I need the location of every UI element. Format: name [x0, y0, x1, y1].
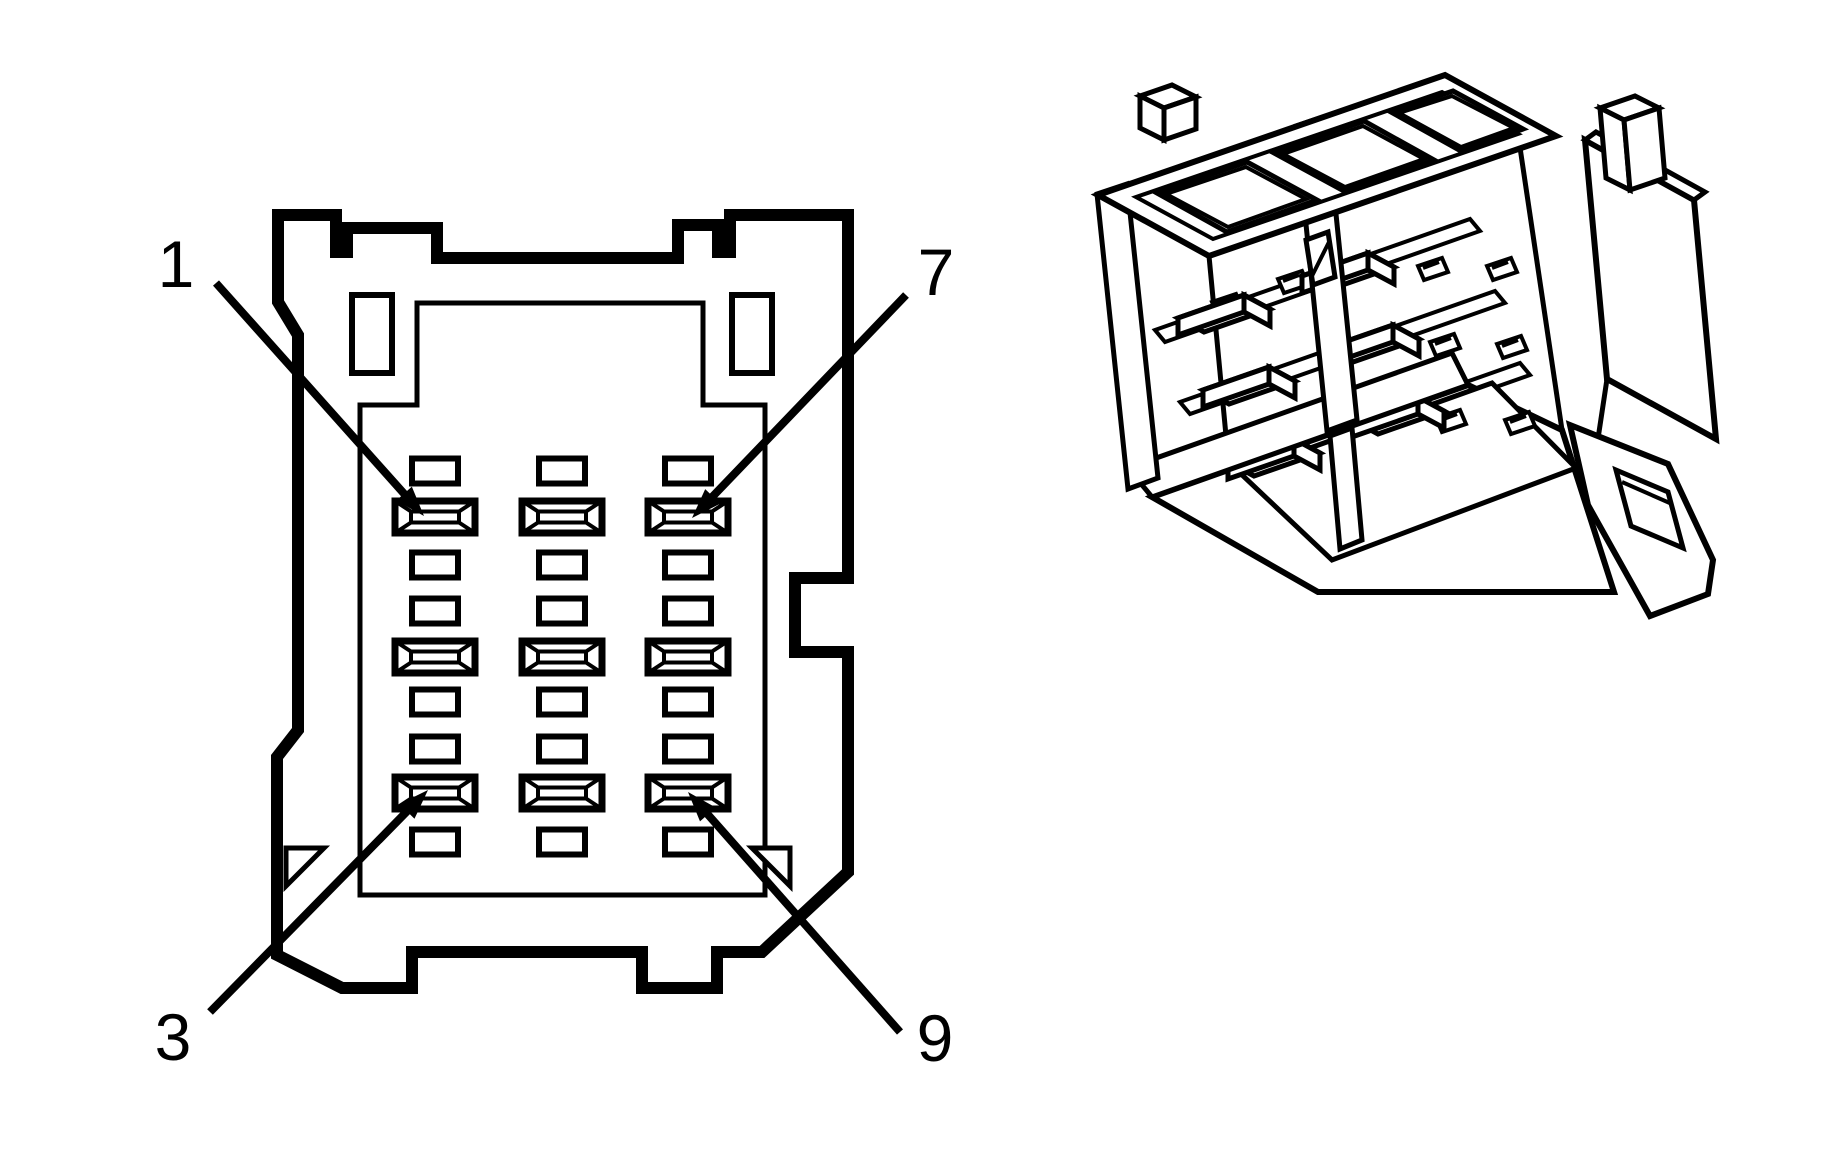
callout-label: 3	[155, 1000, 192, 1074]
wall-hole	[1415, 255, 1451, 283]
front-view-inner-recess	[357, 300, 768, 898]
front-view-index-slot-right	[729, 292, 775, 376]
pin-cavity	[662, 826, 714, 858]
wall-hole	[1484, 255, 1520, 283]
pin-cavity	[662, 595, 714, 627]
iso-top-right-tab-side	[1621, 104, 1668, 194]
iso-top-right-tab	[1593, 93, 1668, 195]
iso-top-left-tab	[1133, 82, 1203, 145]
pin-cavity	[409, 455, 461, 487]
pin-cavity	[409, 549, 461, 581]
pin-cavity-beveled	[518, 773, 606, 813]
iso-top-slot-2	[1267, 118, 1441, 194]
callout-arrowhead	[692, 489, 721, 518]
iso-right-foot-slot-edge	[1621, 480, 1673, 506]
wall-hole	[1502, 409, 1538, 437]
iso-top-slot-2-inner	[1278, 123, 1429, 190]
pin-cavity	[409, 826, 461, 858]
pin-cavity-beveled	[644, 637, 732, 677]
iso-inner-wall-line-right	[1515, 133, 1565, 431]
pin-cavity	[662, 686, 714, 718]
iso-latch-window-diagonal	[1309, 239, 1332, 279]
pin-callout: 7	[692, 235, 954, 518]
iso-top-slot-1-inner	[1160, 164, 1311, 230]
pin-callout: 3	[155, 790, 428, 1074]
pin-cavity	[409, 733, 461, 765]
blade-terminal	[1196, 362, 1302, 411]
pin-cavity	[536, 826, 588, 858]
pin-cavity	[536, 733, 588, 765]
front-view-wedge-right	[745, 845, 793, 893]
callout-arrowhead	[396, 486, 424, 516]
callout-arrowhead	[399, 790, 428, 819]
callout-label: 9	[917, 1001, 954, 1075]
pin-cavity	[662, 455, 714, 487]
pin-cavity	[536, 595, 588, 627]
callout-label: 7	[918, 235, 955, 309]
pin-grid	[391, 455, 732, 858]
pin-cavity-beveled	[518, 637, 606, 677]
blade-terminal	[1171, 290, 1277, 339]
pin-cavity	[536, 686, 588, 718]
front-view-wedge-left	[283, 845, 331, 893]
wall-hole	[1427, 331, 1463, 359]
iso-top-slot-1	[1150, 159, 1324, 235]
pin-cavity-beveled	[518, 497, 606, 537]
pin-callout: 1	[158, 227, 424, 516]
callout-label: 1	[158, 227, 195, 301]
iso-right-foot-slot	[1612, 465, 1687, 553]
iso-top-left-tab-side	[1161, 93, 1199, 144]
pin-cavity	[409, 686, 461, 718]
blade-terminals	[1171, 248, 1538, 483]
wall-hole	[1494, 333, 1530, 361]
pin-cavity	[536, 455, 588, 487]
connector-isometric-view	[1090, 71, 1720, 620]
pin-cavity	[662, 549, 714, 581]
callout-arrowhead	[688, 792, 716, 822]
pin-cavity	[662, 733, 714, 765]
pin-cavity-beveled	[391, 637, 479, 677]
pin-callout: 9	[688, 792, 953, 1075]
iso-front-leg-left	[1094, 180, 1161, 493]
pin-cavity	[409, 595, 461, 627]
iso-top-slot-3-inner	[1393, 93, 1520, 150]
pin-cavity-beveled	[644, 773, 732, 813]
front-view-index-slot-left	[349, 292, 395, 376]
pin-cavity	[536, 549, 588, 581]
iso-front-leg-middle-lower	[1327, 424, 1365, 553]
